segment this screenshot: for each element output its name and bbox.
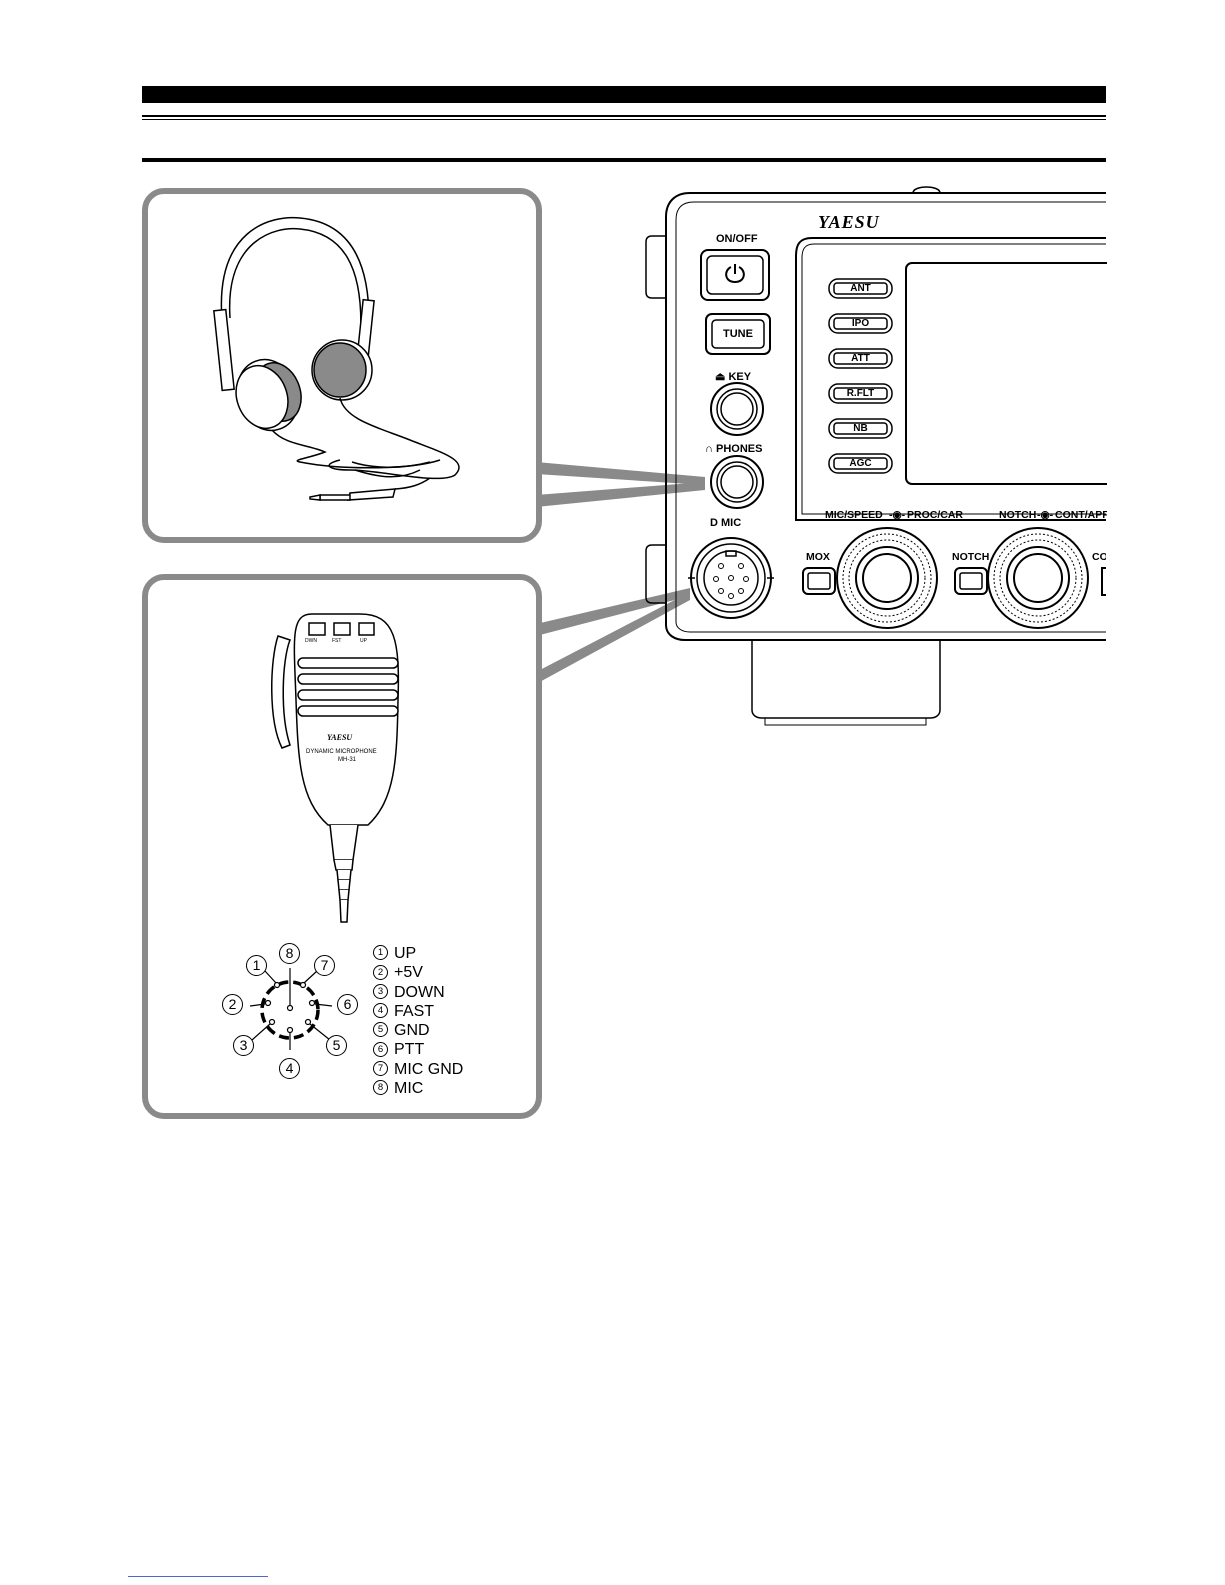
key-jack-label: ⏏ KEY bbox=[715, 370, 751, 383]
mic-fst-label: FST bbox=[332, 638, 341, 644]
radio-front-panel bbox=[646, 187, 1116, 725]
pin-label-2: 2 bbox=[222, 994, 243, 1015]
mic-up-label: UP bbox=[360, 638, 367, 644]
knob-marker-icon: -◉- bbox=[889, 509, 905, 521]
mic-icon: D bbox=[710, 517, 718, 529]
leader-lines bbox=[536, 462, 705, 684]
headphones-icon: ∩ bbox=[705, 443, 713, 455]
mic-speed-knob bbox=[837, 528, 937, 628]
microphone-icon bbox=[272, 614, 399, 922]
pin-label-1: 1 bbox=[246, 955, 267, 976]
phones-jack-label: ∩ PHONES bbox=[705, 443, 762, 455]
mic-brand: YAESU bbox=[327, 733, 352, 742]
page-margin-mask bbox=[1107, 180, 1225, 740]
pin-label-3: 3 bbox=[233, 1035, 254, 1056]
mic-speed-label: MIC/SPEED bbox=[825, 509, 883, 521]
co-label: CO bbox=[1092, 551, 1106, 563]
headphones-icon bbox=[214, 218, 459, 500]
knob-marker-icon-2: -◉- bbox=[1037, 509, 1053, 521]
nb-button[interactable]: NB bbox=[834, 423, 887, 434]
notch-knob bbox=[988, 528, 1088, 628]
mic-model: MH-31 bbox=[338, 757, 356, 763]
footer-link-line bbox=[128, 1576, 268, 1577]
mic-dwn-label: DWN bbox=[305, 638, 317, 644]
ipo-button[interactable]: IPO bbox=[834, 318, 887, 329]
pin-label-5: 5 bbox=[326, 1035, 347, 1056]
pin-label-4: 4 bbox=[279, 1058, 300, 1079]
mox-label: MOX bbox=[806, 551, 830, 563]
notch-button-label: NOTCH bbox=[952, 551, 989, 563]
ant-button[interactable]: ANT bbox=[834, 283, 887, 294]
notch-knob-label: NOTCH bbox=[999, 509, 1036, 521]
rflt-button[interactable]: R.FLT bbox=[834, 388, 887, 399]
mic-jack-label: D MIC bbox=[710, 517, 741, 529]
cont-apf-label: CONT/APF bbox=[1055, 509, 1107, 521]
agc-button[interactable]: AGC bbox=[834, 458, 887, 469]
att-button[interactable]: ATT bbox=[834, 353, 887, 364]
brand-logo: YAESU bbox=[818, 212, 880, 233]
pin-list-item: 2+5V bbox=[373, 963, 463, 982]
proc-car-label: PROC/CAR bbox=[907, 509, 963, 521]
pin-label-7: 7 bbox=[314, 955, 335, 976]
pin-label-8: 8 bbox=[279, 943, 300, 964]
on-off-label: ON/OFF bbox=[716, 233, 758, 245]
key-icon: ⏏ bbox=[715, 371, 725, 383]
tune-button[interactable]: TUNE bbox=[712, 328, 764, 340]
mic-type: DYNAMIC MICROPHONE bbox=[306, 749, 377, 755]
pin-label-6: 6 bbox=[337, 994, 358, 1015]
pin-diagram bbox=[250, 968, 332, 1050]
